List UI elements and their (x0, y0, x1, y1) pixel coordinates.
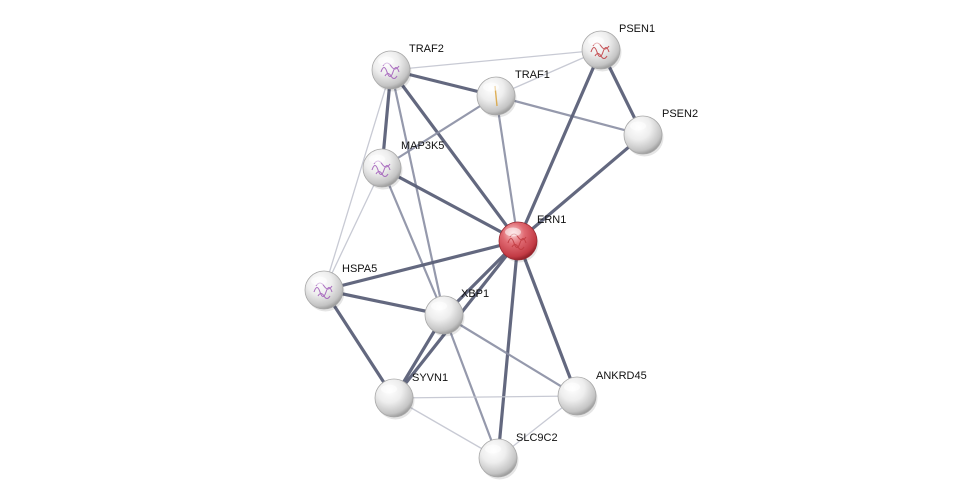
node-label-traf2: TRAF2 (409, 43, 444, 55)
edge-map3k5-hspa5[interactable] (323, 167, 383, 291)
node-psen1[interactable]: PSEN1 (581, 23, 655, 72)
node-syvn1[interactable]: SYVN1 (374, 372, 448, 420)
node-circle[interactable] (557, 376, 597, 416)
node-gloss (483, 82, 499, 92)
edge-traf2-ern1[interactable] (389, 68, 520, 243)
node-slc9c2[interactable]: SLC9C2 (478, 432, 558, 480)
edge-syvn1-slc9c2[interactable] (393, 397, 499, 459)
edge-hspa5-xbp1[interactable] (322, 288, 446, 317)
node-gloss (369, 154, 385, 164)
edges-layer (322, 48, 645, 460)
node-psen2[interactable]: PSEN2 (623, 108, 698, 157)
node-gloss (588, 36, 604, 46)
node-map3k5[interactable]: MAP3K5 (362, 140, 444, 190)
node-gloss (381, 384, 397, 394)
edge-syvn1-ankrd45[interactable] (393, 395, 578, 399)
node-label-syvn1: SYVN1 (412, 372, 448, 384)
edge-map3k5-ern1[interactable] (380, 166, 520, 243)
edge-xbp1-slc9c2[interactable] (442, 313, 500, 460)
edge-map3k5-xbp1[interactable] (380, 166, 446, 317)
edge-hspa5-syvn1[interactable] (322, 288, 396, 400)
nodes-layer: TRAF2 PSEN1TRAF1PSEN2MAP3K5ERN1HSPA5XBP1S… (304, 23, 698, 480)
node-gloss (431, 301, 447, 311)
node-circle[interactable] (478, 438, 518, 478)
query-node-circle[interactable] (498, 221, 538, 261)
node-circle[interactable] (581, 30, 621, 70)
edge-ern1-hspa5[interactable] (322, 239, 520, 292)
edge-xbp1-ankrd45[interactable] (442, 313, 579, 398)
node-circle[interactable] (424, 295, 464, 335)
node-circle[interactable] (374, 378, 414, 418)
edge-traf2-hspa5[interactable] (323, 69, 392, 291)
edge-traf1-map3k5[interactable] (380, 94, 498, 170)
node-label-psen2: PSEN2 (662, 108, 698, 120)
node-label-xbp1: XBP1 (461, 288, 489, 300)
node-label-psen1: PSEN1 (619, 23, 655, 35)
edge-traf2-xbp1[interactable] (389, 68, 446, 317)
node-circle[interactable] (304, 270, 344, 310)
node-traf1[interactable]: TRAF1 (476, 69, 550, 118)
edge-traf1-psen2[interactable] (494, 94, 645, 137)
node-gloss (564, 382, 580, 392)
node-circle[interactable] (623, 115, 663, 155)
node-label-slc9c2: SLC9C2 (516, 432, 558, 444)
edge-ern1-slc9c2[interactable] (496, 239, 520, 460)
edge-traf1-ern1[interactable] (494, 94, 520, 243)
node-label-map3k5: MAP3K5 (401, 140, 444, 152)
node-hspa5[interactable]: HSPA5 (304, 263, 377, 312)
node-gloss (485, 444, 501, 454)
node-circle[interactable] (362, 148, 402, 188)
node-label-traf1: TRAF1 (515, 69, 550, 81)
edge-psen2-ern1[interactable] (516, 133, 645, 243)
edge-ern1-ankrd45[interactable] (516, 239, 579, 398)
node-gloss (505, 227, 521, 237)
node-xbp1[interactable]: XBP1 (424, 288, 489, 337)
node-ankrd45[interactable]: ANKRD45 (557, 370, 647, 418)
node-gloss (311, 276, 327, 286)
edge-traf2-psen1[interactable] (390, 49, 602, 71)
node-label-hspa5: HSPA5 (342, 263, 377, 275)
node-traf2[interactable]: TRAF2 (371, 43, 444, 92)
edge-psen1-ern1[interactable] (516, 48, 603, 243)
node-gloss (378, 56, 394, 66)
node-circle[interactable] (371, 50, 411, 90)
node-label-ern1: ERN1 (537, 214, 566, 226)
node-ern1[interactable]: ERN1 (498, 214, 566, 263)
node-gloss (630, 121, 646, 131)
node-label-ankrd45: ANKRD45 (596, 370, 647, 382)
